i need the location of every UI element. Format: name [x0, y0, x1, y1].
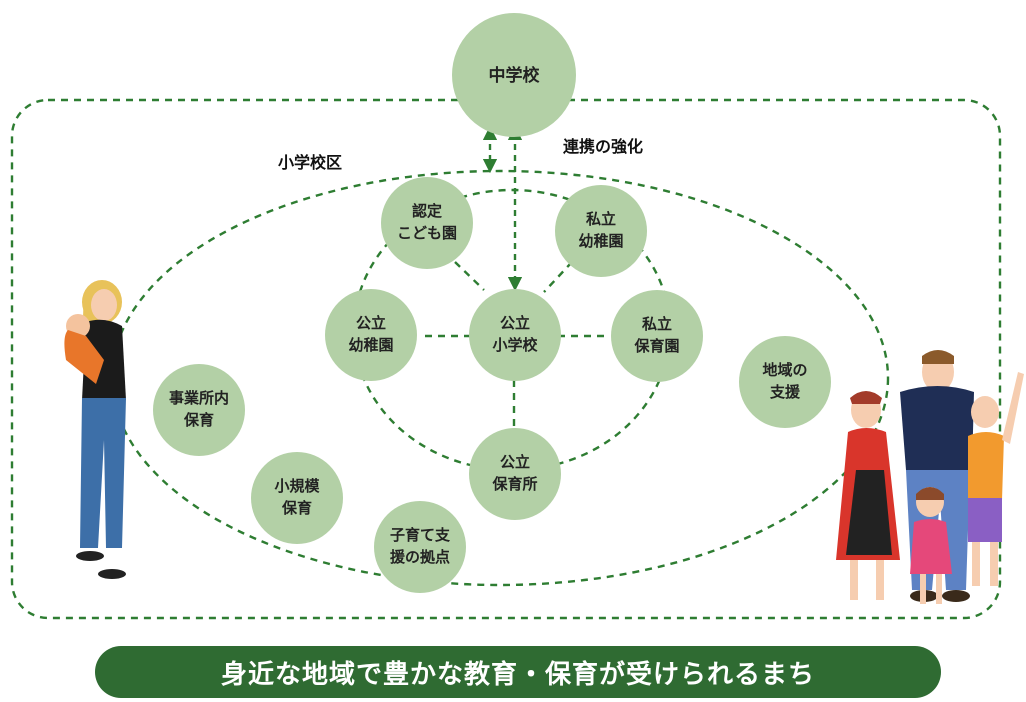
node-chiiki: 地域の 支援	[739, 336, 831, 428]
slogan-banner: 身近な地域で豊かな教育・保育が受けられるまち	[95, 646, 941, 698]
kouritsu-youchien-line1: 公立	[356, 314, 386, 332]
cooperation-arrows	[482, 125, 523, 292]
node-kosodate: 子育て支 援の拠点	[374, 501, 466, 593]
mother-child-illustration	[64, 280, 126, 579]
node-shiritsu-hoikuen: 私立 保育園	[611, 290, 703, 382]
junior-high-label: 中学校	[489, 65, 541, 86]
shiritsu-hoikuen-line2: 保育園	[633, 337, 679, 355]
chiiki-line2: 支援	[769, 383, 801, 401]
kouritsu-youchien-line2: 幼稚園	[348, 336, 393, 354]
node-shoukibo: 小規模 保育	[251, 452, 343, 544]
node-kouritsu-hoikusho: 公立 保育所	[469, 428, 561, 520]
nintei-line1: 認定	[412, 202, 442, 220]
node-junior-high: 中学校	[452, 13, 576, 137]
district-label: 小学校区	[278, 153, 342, 172]
shoukibo-line1: 小規模	[274, 477, 320, 495]
kouritsu-hoikusho-line2: 保育所	[491, 475, 537, 493]
kouritsu-shougakkou-line2: 小学校	[492, 336, 538, 354]
chiiki-line1: 地域の	[762, 361, 807, 379]
shiritsu-hoikuen-line1: 私立	[641, 315, 672, 333]
jigyousho-line2: 保育	[183, 411, 214, 429]
cooperation-label: 連携の強化	[563, 137, 643, 156]
jigyousho-line1: 事業所内	[169, 389, 229, 407]
kosodate-line2: 援の拠点	[390, 548, 450, 566]
kosodate-line1: 子育て支	[390, 526, 451, 544]
family-illustration	[836, 350, 1024, 604]
shiritsu-youchien-line1: 私立	[585, 210, 616, 228]
node-kouritsu-shougakkou: 公立 小学校	[469, 289, 561, 381]
nintei-line2: こども園	[397, 224, 457, 242]
slogan-text: 身近な地域で豊かな教育・保育が受けられるまち	[220, 659, 815, 690]
shiritsu-youchien-line2: 幼稚園	[578, 232, 623, 250]
node-kouritsu-youchien: 公立 幼稚園	[325, 289, 417, 381]
kouritsu-hoikusho-line1: 公立	[500, 453, 530, 471]
shoukibo-line2: 保育	[281, 499, 312, 517]
node-jigyousho: 事業所内 保育	[153, 364, 245, 456]
kouritsu-shougakkou-line1: 公立	[500, 314, 530, 332]
node-nintei-kodomoen: 認定 こども園	[381, 177, 473, 269]
node-shiritsu-youchien: 私立 幼稚園	[555, 185, 647, 277]
connector-lines	[425, 261, 610, 428]
